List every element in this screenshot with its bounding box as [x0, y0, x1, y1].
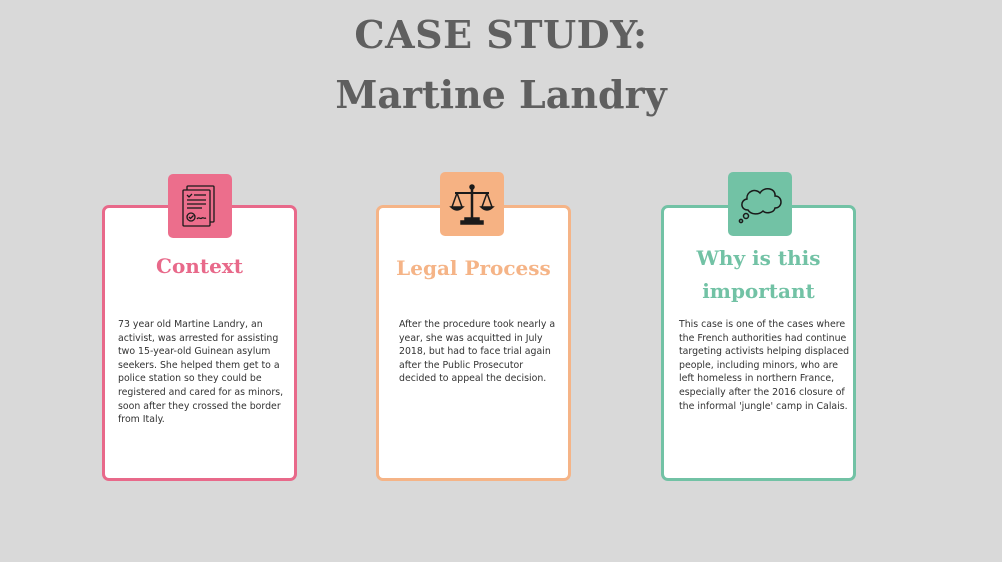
thought-cloud-icon [728, 172, 792, 236]
page-title-line-2: Martine Landry [335, 72, 667, 117]
legal-process-heading: Legal Process [396, 256, 551, 280]
context-body-text: 73 year old Martine Landry, an activist,… [118, 319, 284, 426]
legal-process-body-text: After the procedure took nearly a year, … [399, 319, 556, 385]
why-important-card: Why is this important This case is one o… [661, 205, 856, 481]
document-icon [168, 174, 232, 238]
why-important-body-text: This case is one of the cases where the … [679, 319, 850, 412]
context-heading: Context [156, 254, 243, 278]
page-title-line-1: CASE STUDY: [354, 12, 648, 57]
legal-process-card: Legal Process After the procedure took n… [376, 205, 571, 481]
scales-of-justice-icon [440, 172, 504, 236]
context-card: Context 73 year old Martine Landry, an a… [102, 205, 297, 481]
why-important-heading: Why is this important [696, 246, 821, 303]
